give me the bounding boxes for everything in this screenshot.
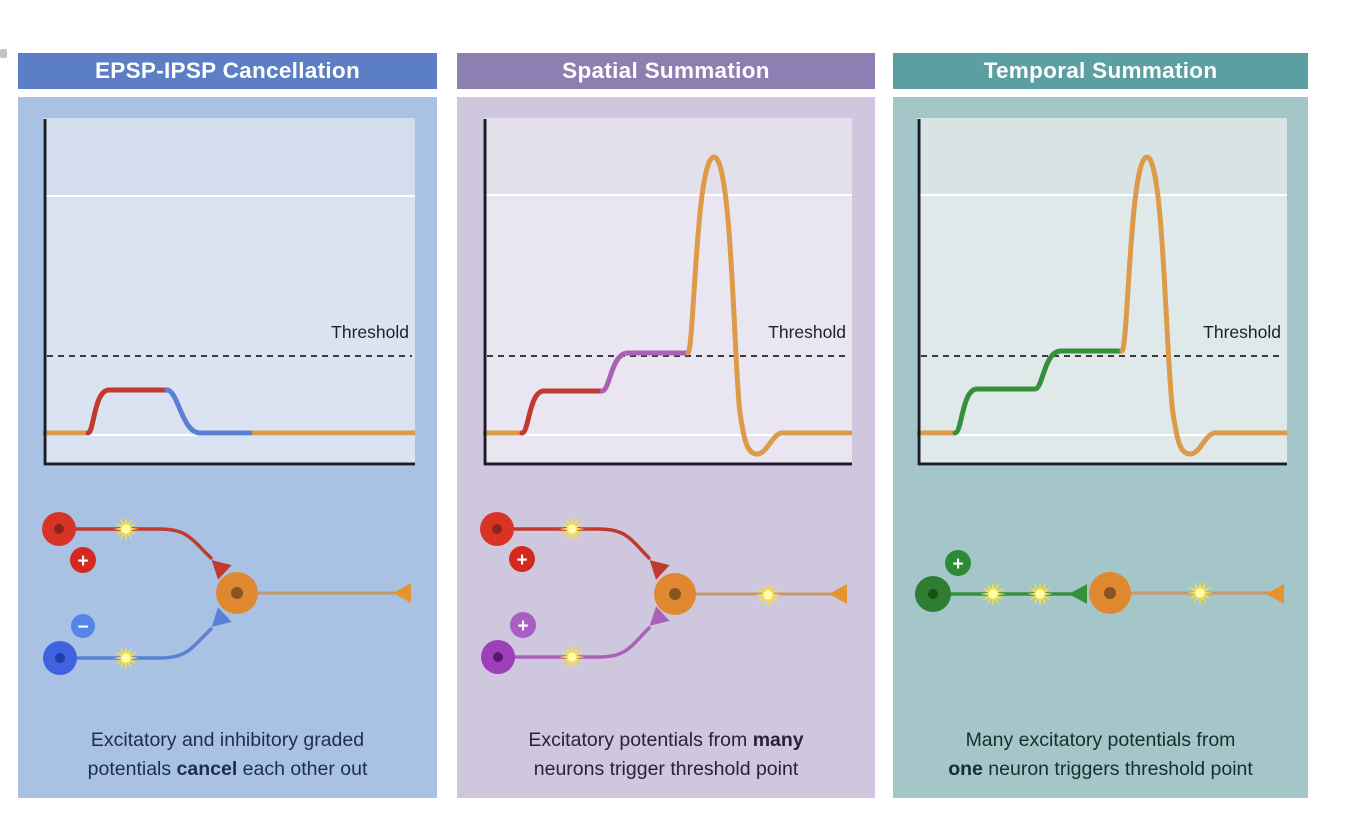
excitatory-neuron-1 — [480, 512, 514, 546]
excitatory-neuron — [42, 512, 76, 546]
inhibitory-axon — [58, 627, 213, 660]
panel-title: Spatial Summation — [562, 58, 770, 83]
caption: Excitatory and inhibitory graded potenti… — [87, 729, 368, 780]
svg-text:+: + — [516, 550, 527, 571]
excitatory-neuron-2 — [481, 640, 515, 674]
screen-edge-artifact — [0, 49, 7, 58]
excitatory-plus-icon: + — [509, 546, 535, 572]
impulse-burst-icon — [113, 645, 139, 671]
threshold-label: Threshold — [331, 322, 409, 342]
svg-text:+: + — [77, 551, 88, 572]
panel-header: Spatial Summation — [457, 53, 875, 89]
excitatory-axon-2 — [496, 626, 651, 659]
epsp-trace — [85, 387, 170, 436]
excitatory-axon — [57, 527, 213, 560]
caption: Many excitatory potentials from one neur… — [948, 729, 1253, 780]
panel-title: Temporal Summation — [983, 58, 1218, 83]
impulse-burst-icon — [1027, 581, 1053, 607]
postsynaptic-soma — [654, 573, 696, 615]
graph-axes — [917, 119, 1287, 466]
excitatory-plus-icon: + — [70, 547, 96, 573]
neuron-diagram: + − — [42, 512, 411, 675]
neuron-diagram: + + — [480, 512, 847, 674]
axon-terminal-icon — [829, 584, 847, 604]
membrane-potential-graph: Threshold — [43, 118, 415, 466]
excitatory-axon-1 — [495, 527, 651, 560]
impulse-burst-icon — [980, 581, 1006, 607]
graph-axes — [43, 119, 415, 466]
panel-body: Threshold + — [18, 97, 437, 798]
impulse-burst-icon — [113, 516, 139, 542]
ipsp-trace — [164, 387, 253, 436]
epsp-trace-1 — [519, 388, 605, 436]
plot-upper-band — [483, 118, 852, 195]
epsp-trace-2 — [599, 350, 691, 394]
impulse-burst-icon — [559, 516, 585, 542]
epsp-trace — [952, 348, 1125, 436]
caption: Excitatory potentials from many neurons … — [528, 729, 804, 780]
membrane-potential-graph: Threshold — [483, 118, 852, 466]
panel-header: Temporal Summation — [893, 53, 1308, 89]
impulse-burst-icon — [559, 644, 585, 670]
plot-upper-band — [43, 118, 415, 196]
axon-terminal-icon — [1266, 584, 1284, 604]
threshold-label: Threshold — [1203, 322, 1281, 342]
excitatory-plus-icon: + — [510, 612, 536, 638]
excitatory-plus-icon: + — [945, 550, 971, 576]
axon-terminal-icon — [1069, 584, 1087, 604]
panel-body: Threshold + Many excitatory po — [893, 97, 1308, 798]
impulse-burst-icon — [755, 582, 781, 608]
action-potential-trace — [1119, 154, 1287, 457]
action-potential-trace — [685, 154, 852, 457]
impulse-burst-icon — [1187, 580, 1213, 606]
neuron-diagram: + — [915, 550, 1284, 614]
postsynaptic-soma — [216, 572, 258, 614]
inhibitory-minus-icon: − — [71, 614, 95, 638]
axon-terminal-icon — [393, 583, 411, 603]
postsynaptic-soma — [1089, 572, 1131, 614]
panel-title: EPSP-IPSP Cancellation — [94, 58, 361, 83]
svg-text:+: + — [517, 616, 528, 637]
membrane-potential-graph: Threshold — [917, 118, 1287, 466]
inhibitory-neuron — [43, 641, 77, 675]
plot-upper-band — [917, 118, 1287, 195]
svg-text:−: − — [77, 617, 88, 638]
excitatory-neuron — [915, 576, 951, 612]
panel-body: Threshold + — [457, 97, 875, 798]
threshold-label: Threshold — [768, 322, 846, 342]
panel-header: EPSP-IPSP Cancellation — [18, 53, 437, 89]
svg-text:+: + — [952, 554, 963, 575]
graph-axes — [483, 119, 852, 466]
